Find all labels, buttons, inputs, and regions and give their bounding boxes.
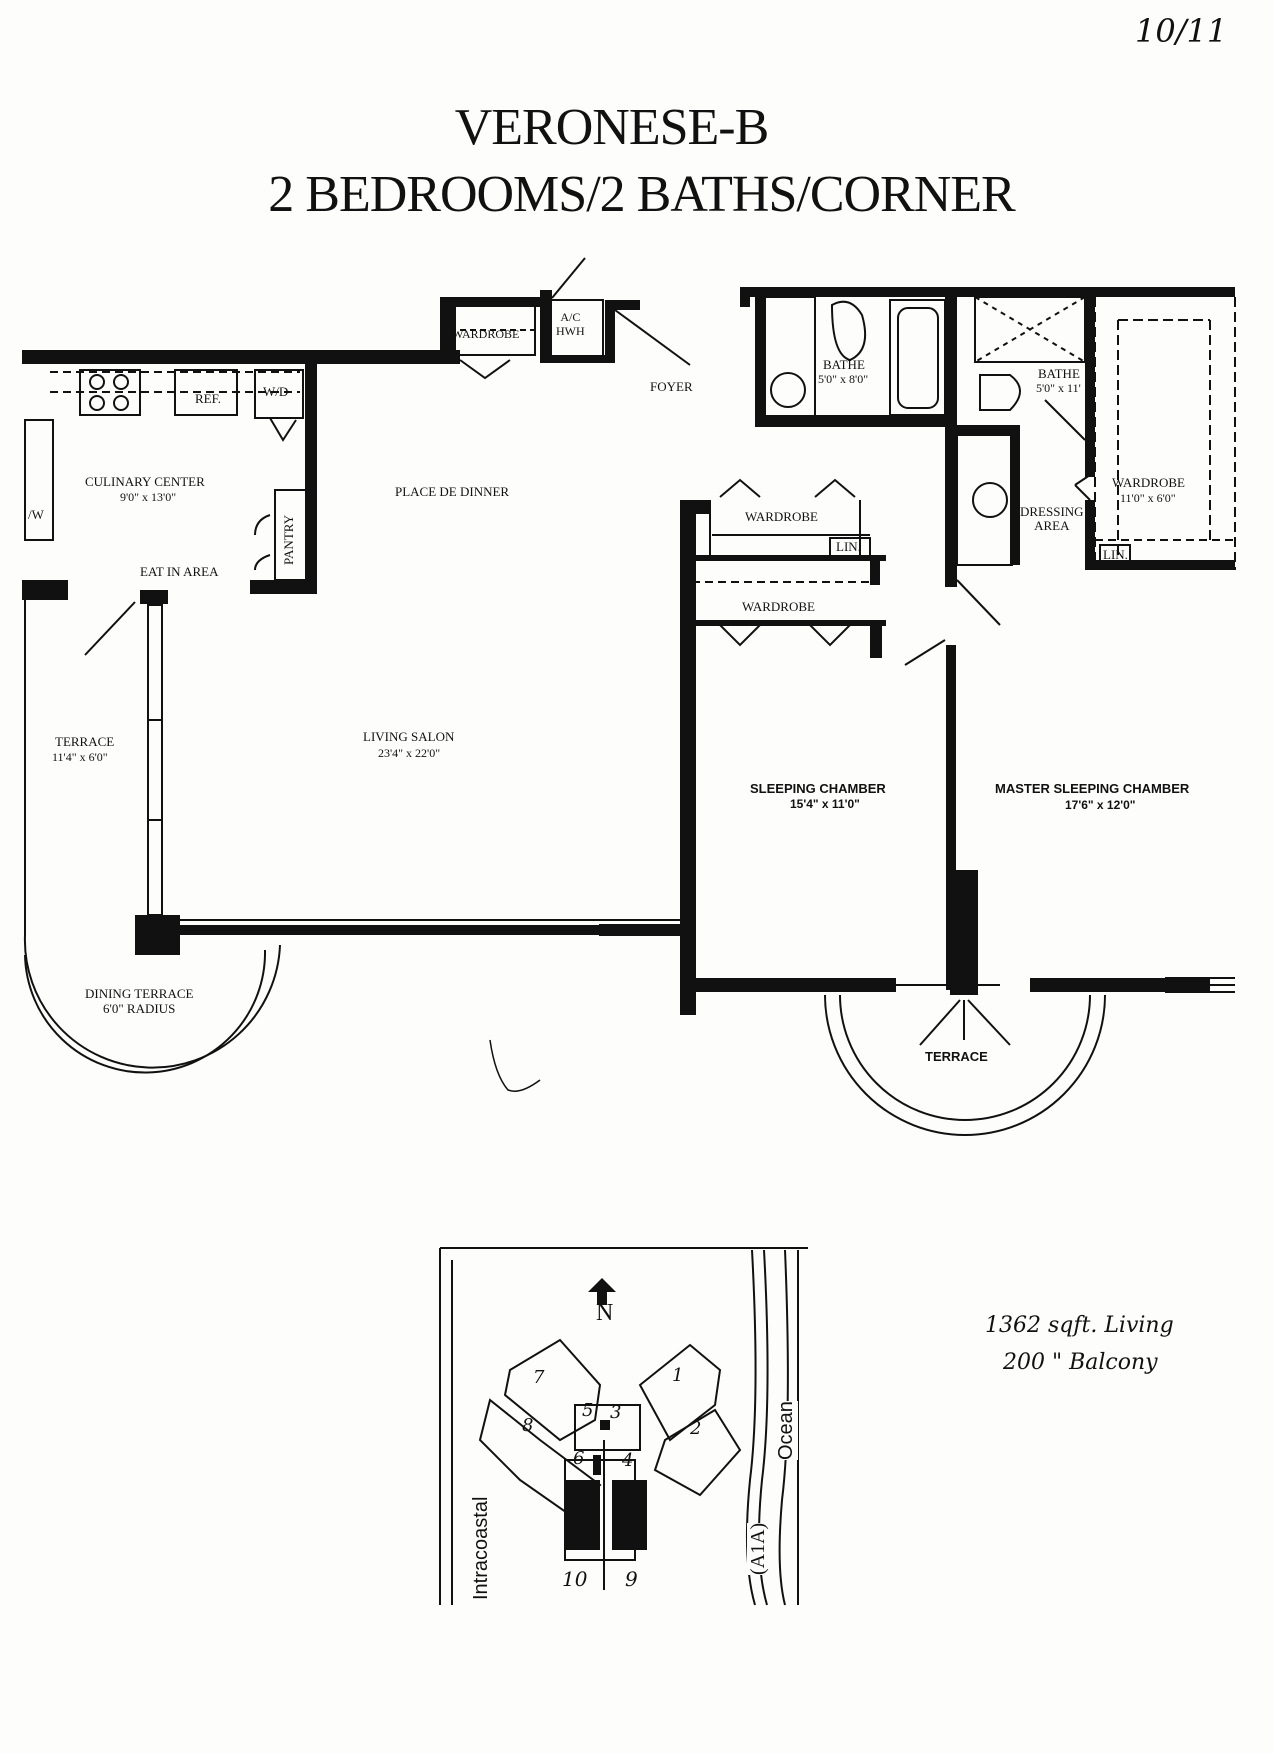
plan-title: VERONESE-B xyxy=(454,99,770,156)
master-sleeping-chamber-dim: 17'6" x 12'0" xyxy=(1065,798,1136,812)
wardrobe-upper-label: WARDROBE xyxy=(745,509,818,524)
pantry-label: PANTRY xyxy=(281,514,296,565)
unit-number-4: 4 xyxy=(622,1450,634,1471)
a1a-label: (A1A) xyxy=(747,1522,770,1575)
plan-subtitle: 2 BEDROOMS/2 BATHS/CORNER xyxy=(268,166,1015,223)
wd-label: W/D xyxy=(263,384,289,399)
ac-hwh-label: A/C HWH xyxy=(556,310,585,338)
north-arrow-icon xyxy=(588,1278,616,1305)
unit-number-3: 3 xyxy=(610,1402,622,1423)
wardrobe-lower-label: WARDROBE xyxy=(742,599,815,614)
dining-terrace-dim: 6'0" RADIUS xyxy=(103,1001,176,1016)
wardrobe-master-dim: 11'0" x 6'0" xyxy=(1120,491,1176,505)
bath1-name: BATHE xyxy=(823,357,865,372)
handwritten-balcony: 200 " Balcony xyxy=(1003,1350,1158,1375)
dressing-area-label: DRESSING AREA xyxy=(1020,504,1084,533)
lin-upper-label: LIN. xyxy=(836,539,861,554)
terrace-left-dim: 11'4" x 6'0" xyxy=(52,750,108,764)
place-de-dinner-label: PLACE DE DINNER xyxy=(395,484,510,499)
living-salon-name: LIVING SALON xyxy=(363,729,455,744)
dishwasher-label: /W xyxy=(28,507,44,522)
unit-number-7: 7 xyxy=(533,1367,545,1388)
handwritten-living-sqft: 1362 sqft. Living xyxy=(985,1313,1174,1338)
unit-number-1: 1 xyxy=(672,1365,684,1386)
dining-terrace-name: DINING TERRACE xyxy=(85,986,194,1001)
unit-number-10: 10 xyxy=(562,1567,588,1591)
wardrobe-entry-label: WARDROBE xyxy=(452,327,520,341)
foyer-label: FOYER xyxy=(650,379,693,394)
culinary-center-name: CULINARY CENTER xyxy=(85,474,205,489)
ocean-label: Ocean xyxy=(775,1401,798,1460)
bath1-dim: 5'0" x 8'0" xyxy=(818,372,869,386)
corner-note: 10/11 xyxy=(1135,12,1228,50)
ref-label: REF. xyxy=(195,391,222,406)
culinary-center-dim: 9'0" x 13'0" xyxy=(120,490,177,504)
living-salon-dim: 23'4" x 22'0" xyxy=(378,746,441,760)
north-label: N xyxy=(596,1300,614,1326)
bath2-name: BATHE xyxy=(1038,366,1080,381)
sleeping-chamber-name: SLEEPING CHAMBER xyxy=(750,781,886,796)
intracoastal-label: Intracoastal xyxy=(470,1496,492,1600)
unit-number-9: 9 xyxy=(625,1567,638,1591)
terrace-left-name: TERRACE xyxy=(55,734,115,749)
bath2-dim: 5'0" x 11' xyxy=(1036,381,1081,395)
lin-master-label: LIN. xyxy=(1103,547,1128,562)
sleeping-chamber-dim: 15'4" x 11'0" xyxy=(790,797,860,811)
unit-number-2: 2 xyxy=(690,1418,702,1439)
unit-number-5: 5 xyxy=(582,1400,594,1421)
terrace-bottom-label: TERRACE xyxy=(925,1049,988,1064)
eat-in-area-label: EAT IN AREA xyxy=(140,564,219,579)
unit-number-6: 6 xyxy=(573,1448,585,1469)
master-sleeping-chamber-name: MASTER SLEEPING CHAMBER xyxy=(995,781,1190,796)
unit-number-8: 8 xyxy=(522,1415,534,1436)
wardrobe-master-name: WARDROBE xyxy=(1112,475,1185,490)
